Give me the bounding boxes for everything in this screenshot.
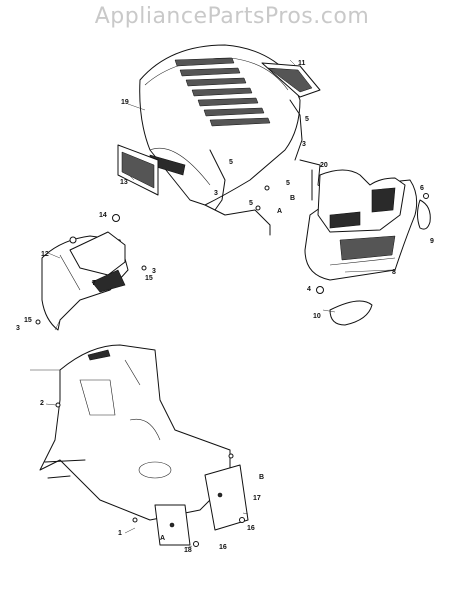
label-6: 6 [420, 185, 424, 192]
lens-cover [329, 300, 373, 326]
hardware [35, 185, 429, 547]
label-4: 4 [307, 286, 311, 293]
label-5c: 5 [286, 180, 290, 187]
hood-vents [174, 57, 271, 127]
side-grille-left [117, 144, 159, 196]
label-15a: 15 [145, 275, 153, 282]
label-5a: 5 [305, 116, 309, 123]
headlight-lens [417, 199, 431, 230]
side-grille-right [261, 62, 321, 98]
label-19: 19 [121, 99, 129, 106]
label-10: 10 [313, 313, 321, 320]
label-9: 9 [430, 238, 434, 245]
label-15b: 15 [24, 317, 32, 324]
label-2: 2 [40, 400, 44, 407]
label-8: 8 [392, 269, 396, 276]
label-13: 13 [120, 179, 128, 186]
label-11: 11 [298, 60, 306, 67]
label-5b: 5 [229, 159, 233, 166]
label-B1: B [290, 195, 295, 202]
callout-labels: 19 11 13 5 3 5 3 20 5 B 5 A 6 9 8 4 10 1… [16, 60, 434, 554]
label-3a: 3 [302, 141, 306, 148]
label-3b: 3 [214, 190, 218, 197]
label-3d: 3 [16, 325, 20, 332]
label-3c: 3 [152, 268, 156, 275]
label-B2: B [259, 474, 264, 481]
dash-panel [41, 231, 129, 331]
label-A2: A [160, 535, 165, 542]
label-7: 7 [92, 280, 96, 287]
mounting-plates [154, 464, 249, 546]
leader-lines [30, 59, 393, 549]
label-16a: 16 [247, 525, 255, 532]
hood [139, 44, 301, 206]
label-5d: 5 [249, 200, 253, 207]
chassis-frame [39, 344, 231, 521]
label-A1: A [277, 208, 282, 215]
label-14: 14 [99, 212, 107, 219]
label-20: 20 [320, 162, 328, 169]
bumper-mesh [339, 235, 396, 261]
label-18: 18 [184, 547, 192, 554]
label-16b: 16 [219, 544, 227, 551]
front-grille-assembly [304, 169, 418, 281]
label-17: 17 [253, 495, 261, 502]
label-1: 1 [118, 530, 122, 537]
label-12: 12 [41, 251, 49, 258]
watermark-text: AppliancePartsPros.com [94, 4, 370, 29]
hood-brackets [204, 99, 341, 236]
